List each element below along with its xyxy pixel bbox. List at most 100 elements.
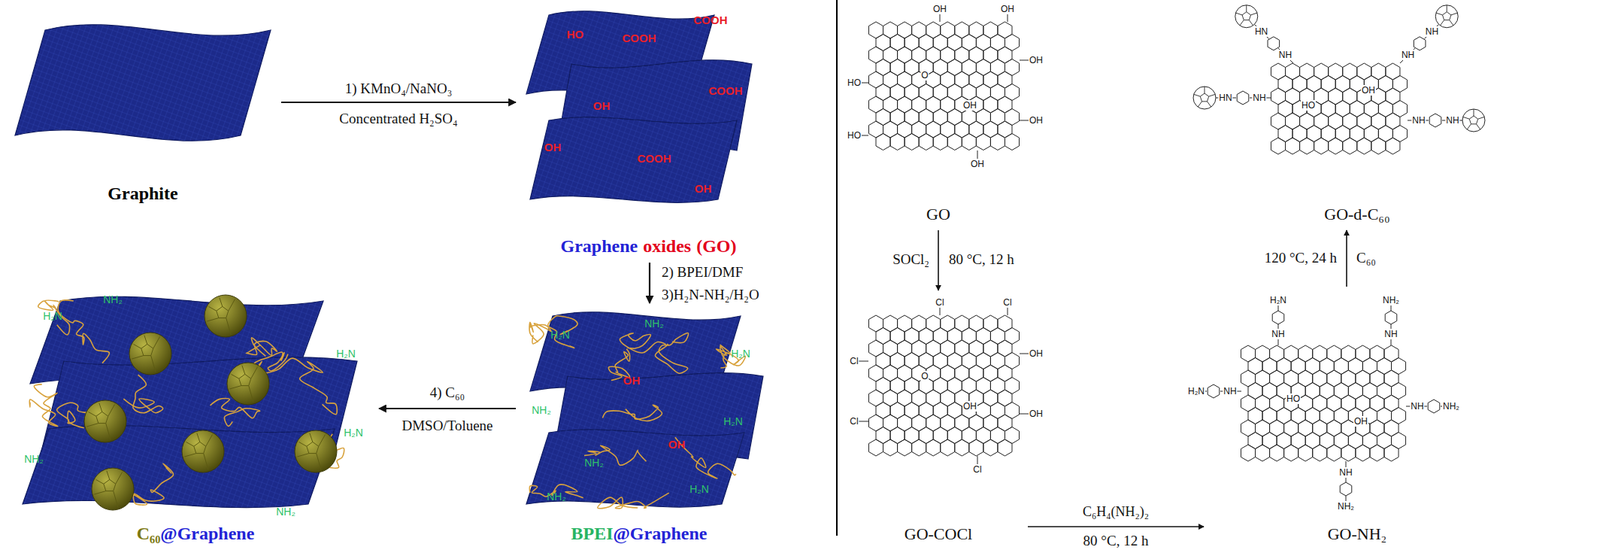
- atom-label: OH: [962, 400, 978, 412]
- caption-text: GO-NH₂: [1327, 524, 1388, 544]
- illustration: [15, 5, 1485, 510]
- sheet-texture: [22, 424, 335, 507]
- atom-label: Cl: [934, 296, 945, 308]
- panel-divider: [836, 0, 838, 536]
- polymer-chain: [123, 374, 163, 413]
- c60-structure: [1193, 86, 1216, 110]
- atom-label: NH: [1383, 328, 1398, 340]
- atom-label: Cl: [848, 415, 859, 427]
- atom-label: OH: [932, 3, 948, 15]
- stage-node: Graphite: [7, 0, 279, 207]
- caption-text: C₆₀: [136, 523, 161, 544]
- amine-group: NH₂: [584, 456, 604, 469]
- atom-label: HO: [1300, 100, 1316, 111]
- atom-label: OH: [962, 100, 978, 111]
- functional-group: OH: [593, 99, 611, 113]
- atom-label: NH: [1445, 115, 1460, 126]
- functional-group: COOH: [622, 31, 657, 45]
- polymer-chain: [619, 333, 666, 353]
- edge-label: 4) C₆₀: [430, 384, 466, 401]
- reaction-arrow: [937, 230, 940, 291]
- polymer-chain: [245, 337, 277, 356]
- reaction-arrow: [648, 262, 651, 304]
- benzene-ring: [1413, 36, 1426, 51]
- caption-text: oxides: [642, 236, 691, 257]
- atom-label: O: [920, 69, 929, 81]
- polymer-chain: [57, 300, 110, 364]
- amine-group: H₂N: [730, 347, 751, 360]
- edge-label: 1) KMnO₄/NaNO₃: [345, 80, 453, 97]
- benzene-ring: [1267, 36, 1280, 51]
- sheet-texture: [15, 24, 271, 141]
- atom-label: NH: [1251, 92, 1267, 104]
- reaction-condition: Concentrated H₂SO₄: [339, 110, 458, 128]
- atom-label: NH: [1409, 400, 1425, 412]
- atom-label: NH: [1424, 26, 1440, 37]
- stage-caption: Grapheneoxides(GO): [560, 236, 737, 257]
- benzene-ring: [1429, 113, 1442, 128]
- c60-ball: [91, 467, 134, 510]
- graphene-sheet: [15, 24, 271, 141]
- stage-caption: C₆₀@Graphene: [136, 523, 255, 544]
- edge-label: SOCl₂: [892, 251, 930, 268]
- reaction-condition: 80 °C, 12 h: [1083, 532, 1149, 549]
- atom-label: NH: [1400, 49, 1416, 61]
- functional-group: OH: [623, 373, 641, 387]
- sheet-texture: [526, 429, 745, 507]
- atom-label: H₂N: [1187, 385, 1206, 397]
- amine-group: H₂N: [550, 328, 570, 341]
- atom-label: HO: [846, 77, 862, 88]
- edge-label: C₆₀: [1356, 249, 1376, 267]
- graphene-sheet: [22, 424, 335, 507]
- atom-label: H₂N: [1269, 294, 1288, 306]
- stage-caption: GO-COCl: [904, 524, 973, 544]
- stage-node: GO-d-C₆₀: [1206, 0, 1508, 228]
- atom-label: HN: [1254, 26, 1269, 37]
- functional-group: HO: [566, 27, 585, 41]
- atom-label: O: [920, 370, 929, 382]
- reaction-condition: 120 °C, 24 h: [1264, 249, 1337, 267]
- atom-label: OH: [969, 158, 985, 170]
- stage-caption: BPEI@Graphene: [570, 523, 707, 544]
- c60-ball: [129, 332, 172, 375]
- benzene-ring: [1207, 384, 1220, 398]
- stage-node: GO: [851, 0, 1025, 228]
- amine-group: NH₂: [546, 490, 567, 503]
- atom-label: NH: [1411, 115, 1426, 126]
- graphene-lattice: [1240, 345, 1406, 461]
- atom-label: NH₂: [1442, 400, 1461, 412]
- amine-group: NH₂: [275, 505, 296, 518]
- caption-text: @Graphene: [613, 523, 708, 544]
- caption-text: GO-COCl: [904, 524, 973, 544]
- polymer-chain: [132, 463, 174, 505]
- amine-group: NH₂: [644, 317, 664, 330]
- atom-label: HN: [1218, 92, 1233, 104]
- functional-group: OH: [544, 140, 562, 154]
- c60-ball: [204, 294, 247, 337]
- amine-group: H₂N: [343, 426, 364, 439]
- stage-caption: GO-d-C₆₀: [1324, 204, 1390, 225]
- reaction-condition: DMSO/Toluene: [401, 417, 493, 434]
- c60-structure: [1435, 5, 1458, 28]
- graphene-sheet: [526, 429, 745, 507]
- atom-label: OH: [1028, 408, 1044, 419]
- benzene-ring: [1427, 399, 1440, 413]
- graphene-sheet: [530, 117, 737, 204]
- caption-text: GO-d-C₆₀: [1324, 204, 1390, 225]
- stage-node: C₆₀@Graphene: [15, 289, 376, 547]
- caption-text: (GO): [696, 236, 737, 257]
- atom-label: Cl: [972, 463, 982, 475]
- c60-structure: [1235, 5, 1258, 28]
- atom-label: OH: [1028, 54, 1044, 66]
- functional-group: COOH: [637, 151, 672, 165]
- atom-label: HO: [846, 130, 862, 141]
- reaction-condition: 3)H₂N-NH₂/H₂O: [661, 286, 760, 304]
- reaction-arrow: [281, 101, 516, 104]
- atom-label: OH: [1360, 84, 1376, 96]
- reaction-arrow: [378, 407, 516, 410]
- functional-group: OH: [694, 181, 713, 195]
- reaction-arrow: [1027, 525, 1204, 528]
